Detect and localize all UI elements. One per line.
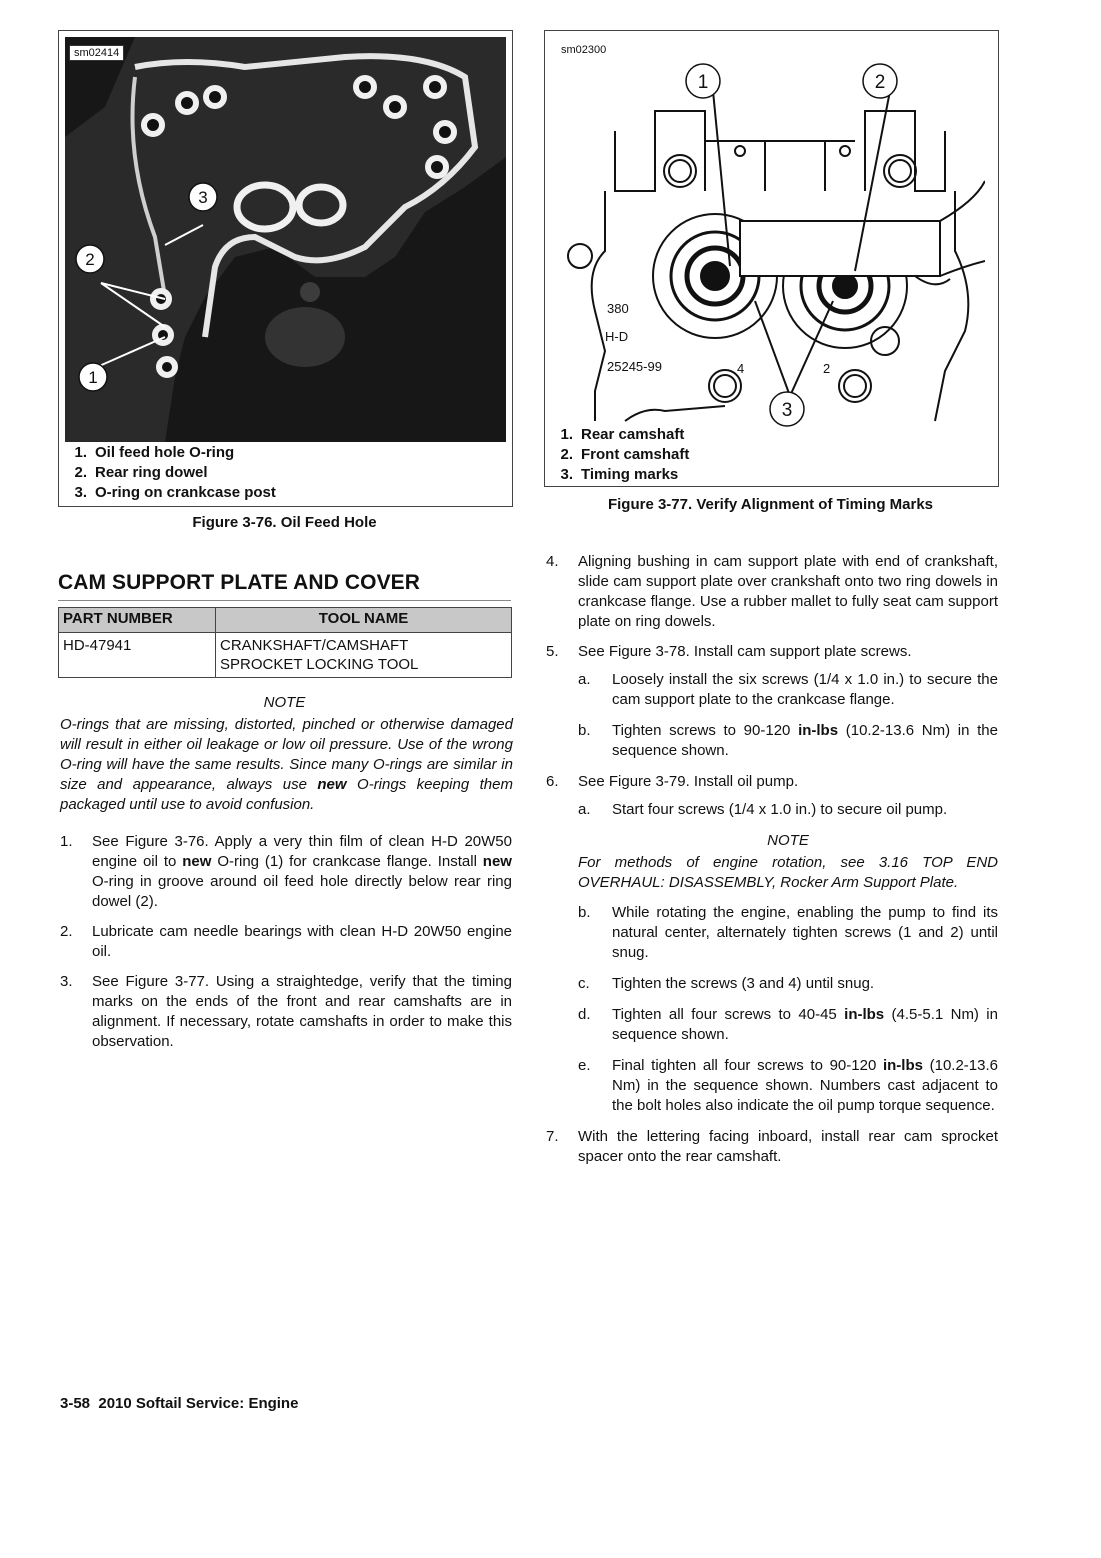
figure-legend: 1.Rear camshaft 2.Front camshaft 3.Timin… [545,425,990,485]
callout-3: 3 [782,400,793,421]
procedure-steps-right: 4.Aligning bushing in cam support plate … [546,552,998,1177]
callout-2: 2 [85,250,94,269]
substeps: a.Start four screws (1/4 x 1.0 in.) to s… [578,800,998,820]
step-3: 3.See Figure 3-77. Using a straightedge,… [60,973,512,1050]
procedure-steps-left: 1.See Figure 3-76. Apply a very thin fil… [60,832,512,1062]
substep-c: c.Tighten the screws (3 and 4) until snu… [578,975,875,992]
substeps: b.While rotating the engine, enabling th… [578,903,998,1116]
substep-d: d.Tighten all four screws to 40-45 in-lb… [578,1006,998,1043]
column-header-tool-name: TOOL NAME [215,607,512,633]
callout-3: 3 [198,188,207,207]
tool-table-header: PART NUMBER TOOL NAME [58,607,512,633]
column-header-part-number: PART NUMBER [58,607,216,633]
stamped-text: 380 [607,301,629,316]
section-title: CAM SUPPORT PLATE AND COVER [58,571,421,594]
step-2: 2.Lubricate cam needle bearings with cle… [60,923,512,960]
callout-1: 1 [698,72,709,93]
tool-table: PART NUMBER TOOL NAME HD-47941 CRANKSHAF… [58,607,512,678]
note-heading: NOTE [263,694,306,711]
callout-1: 1 [88,368,97,387]
substep-a: a.Loosely install the six screws (1/4 x … [578,671,998,708]
tool-name-line: CRANKSHAFT/CAMSHAFT [220,637,409,654]
step-6: 6.See Figure 3-79. Install oil pump. a.S… [546,773,998,1116]
legend-item: 2.Front camshaft [560,446,690,463]
substep-a: a.Start four screws (1/4 x 1.0 in.) to s… [578,801,948,818]
part-number-cell: HD-47941 [58,632,216,678]
legend-item: 3.O-ring on crankcase post [74,484,276,501]
stamped-text: 25245-99 [607,359,662,374]
step-5: 5.See Figure 3-78. Install cam support p… [546,643,998,761]
figure-tag: sm02414 [69,45,125,61]
callout-2: 2 [875,72,886,93]
step-7: 7.With the lettering facing inboard, ins… [546,1128,998,1165]
step-1: 1.See Figure 3-76. Apply a very thin fil… [60,833,512,910]
legend-item: 1.Oil feed hole O-ring [74,444,235,461]
step-4: 4.Aligning bushing in cam support plate … [546,553,998,630]
figure-legend: 1.Oil feed hole O-ring 2.Rear ring dowel… [59,443,504,503]
note-heading: NOTE [767,832,809,849]
substep-b: b.Tighten screws to 90-120 in-lbs (10.2-… [578,722,998,759]
stamped-text: 2 [823,361,830,376]
figure-oil-feed-hole: 3 2 1 sm02414 1.Oil feed hole O-ring 2.R… [58,30,513,507]
figure-timing-marks: sm02300 [544,30,999,487]
crankcase-photo-illustration: 3 2 1 [65,37,506,442]
legend-item: 2.Rear ring dowel [74,464,208,481]
substep-e: e.Final tighten all four screws to 90-12… [578,1057,998,1114]
legend-item: 3.Timing marks [560,466,679,483]
table-row: HD-47941 CRANKSHAFT/CAMSHAFT SPROCKET LO… [58,632,512,678]
cam-support-drawing: 1 2 3 380 H-D 25245-99 4 2 [567,63,985,427]
note-body: For methods of engine rotation, see 3.16… [578,854,998,891]
legend-item: 1.Rear camshaft [560,426,685,443]
figure-caption: Figure 3-77. Verify Alignment of Timing … [607,496,934,513]
page-footer: 3-58 2010 Softail Service: Engine [60,1395,299,1412]
figure-tag: sm02300 [561,44,607,56]
stamped-text: 4 [737,361,744,376]
engine-photo: 3 2 1 sm02414 [65,37,506,442]
substep-b: b.While rotating the engine, enabling th… [578,904,998,961]
substeps: a.Loosely install the six screws (1/4 x … [578,670,998,761]
tool-name-line: SPROCKET LOCKING TOOL [220,656,419,673]
figure-caption: Figure 3-76. Oil Feed Hole [192,514,377,531]
title-rule [58,600,511,601]
tool-name-cell: CRANKSHAFT/CAMSHAFT SPROCKET LOCKING TOO… [215,632,512,678]
note-body: O-rings that are missing, distorted, pin… [60,716,513,813]
stamped-text: H-D [605,329,628,344]
